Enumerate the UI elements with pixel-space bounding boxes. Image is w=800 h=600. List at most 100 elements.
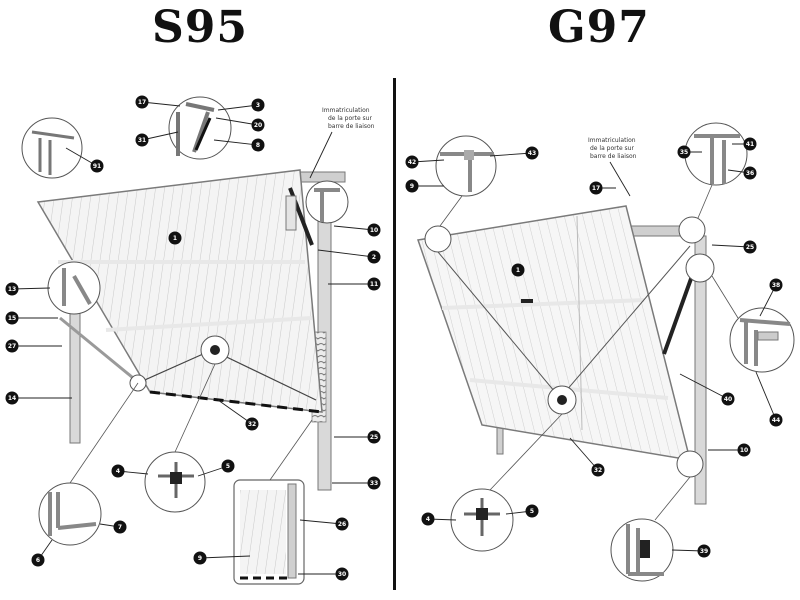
callout-dot	[135, 133, 149, 147]
callout-dot	[367, 250, 381, 264]
callout-dot	[245, 417, 259, 431]
g97-callout-32: 32	[569, 437, 605, 477]
callout-number: 7	[118, 524, 122, 531]
s95-callout-30: 30	[298, 567, 349, 581]
callout-dot	[421, 512, 435, 526]
center-divider	[393, 78, 396, 590]
g97-callout-1: 1	[511, 263, 525, 277]
title-g97: G97	[548, 2, 650, 53]
callout-dot	[367, 223, 381, 237]
callout-number: 13	[8, 286, 16, 293]
callout-dot	[31, 553, 45, 567]
s95-callout-14: 14	[5, 391, 72, 405]
callout-number: 38	[772, 282, 780, 289]
s95-callout-4: 4	[111, 464, 149, 478]
callout-dot	[511, 263, 525, 277]
callout-number: 2	[372, 254, 376, 261]
g97-callout-5: 5	[505, 504, 539, 518]
s95-callout-1: 1	[168, 231, 182, 245]
s95-callout-10: 10	[333, 223, 381, 237]
callout-number: 3	[256, 102, 260, 109]
callout-number: 36	[746, 170, 754, 177]
callout-number: 9	[198, 555, 202, 562]
callout-number: 44	[772, 417, 780, 424]
callout-dot	[251, 138, 265, 152]
callout-dot	[677, 145, 691, 159]
callout-number: 15	[8, 315, 16, 322]
callout-dot	[335, 517, 349, 531]
callout-number: 1	[173, 235, 177, 242]
g97-callout-35: 35	[677, 145, 702, 159]
g97-callout-25: 25	[711, 240, 757, 254]
callout-dot	[405, 179, 419, 193]
callout-dot	[743, 137, 757, 151]
callout-number: 17	[592, 185, 600, 192]
callout-number: 39	[700, 548, 708, 555]
note-right: Immatriculation de la porte sur barre de…	[588, 137, 637, 197]
s95-callout-5: 5	[197, 459, 235, 477]
s95-callout-25: 25	[334, 430, 381, 444]
callout-dot	[113, 520, 127, 534]
g97-callout-38: 38	[759, 278, 783, 317]
callout-dot	[111, 464, 125, 478]
callout-number: 25	[370, 434, 378, 441]
g97-callout-42: 42	[405, 155, 445, 169]
s95-callout-13: 13	[5, 282, 51, 296]
svg-text:barre de liaison: barre de liaison	[590, 153, 637, 160]
callout-dot	[251, 98, 265, 112]
callout-number: 11	[370, 281, 378, 288]
callout-number: 25	[746, 244, 754, 251]
g97-callout-36: 36	[727, 166, 757, 180]
callout-dot	[193, 551, 207, 565]
s95-callout-6: 6	[31, 539, 53, 567]
title-s95: S95	[152, 2, 249, 53]
s95-callout-9: 9	[193, 551, 251, 565]
s95-callout-26: 26	[299, 517, 349, 531]
leader-line	[317, 249, 375, 258]
s95-callout-31: 31	[135, 131, 179, 147]
svg-text:Immatriculation: Immatriculation	[588, 137, 636, 144]
svg-text:de la porte sur: de la porte sur	[328, 115, 372, 122]
callout-dot	[405, 155, 419, 169]
callout-number: 1	[516, 267, 520, 274]
callout-number: 20	[254, 122, 262, 129]
callout-number: 6	[36, 557, 40, 564]
callout-number: 4	[426, 516, 430, 523]
g97-callout-44: 44	[755, 371, 783, 427]
callout-number: 14	[8, 395, 16, 402]
s95-callout-8: 8	[213, 138, 265, 152]
callout-number: 26	[338, 521, 346, 528]
callout-dot	[769, 413, 783, 427]
callout-number: 17	[138, 99, 146, 106]
g97-callout-41: 41	[732, 137, 757, 151]
callout-number: 9	[410, 183, 414, 190]
s95-callout-3: 3	[217, 98, 265, 112]
callout-number: 27	[8, 343, 16, 350]
callout-number: 5	[226, 463, 230, 470]
callout-dot	[5, 391, 19, 405]
callout-dot	[697, 544, 711, 558]
leader-line	[217, 104, 259, 111]
callout-dot	[135, 95, 149, 109]
callout-number: 91	[93, 163, 101, 170]
callout-number: 33	[370, 480, 378, 487]
svg-text:barre de liaison: barre de liaison	[328, 123, 375, 130]
leader-line	[333, 225, 375, 231]
callout-number: 10	[370, 227, 378, 234]
callout-number: 5	[530, 508, 534, 515]
g97-callout-43: 43	[489, 146, 539, 160]
callout-number: 42	[408, 159, 416, 166]
g97-callout-40: 40	[679, 373, 735, 406]
callout-dot	[335, 567, 349, 581]
s95-callout-2: 2	[317, 249, 381, 264]
s95-callout-20: 20	[215, 117, 265, 132]
callout-dot	[721, 392, 735, 406]
callout-number: 40	[724, 396, 732, 403]
callout-dot	[367, 476, 381, 490]
s95-callout-17: 17	[135, 95, 181, 109]
callout-number: 30	[338, 571, 346, 578]
callout-dot	[90, 159, 104, 173]
g97-callout-4: 4	[421, 512, 457, 526]
